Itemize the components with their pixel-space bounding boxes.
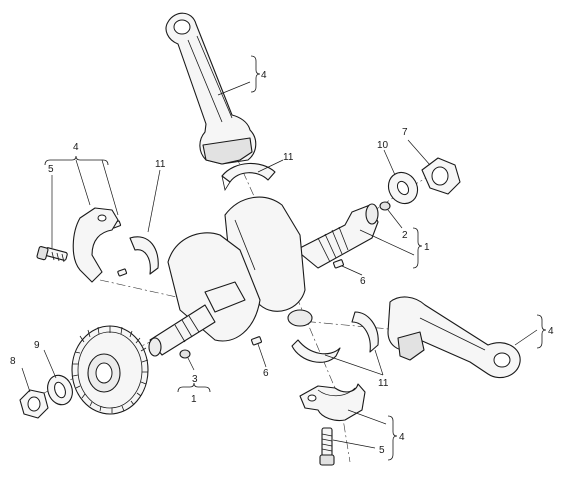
callout-11-upper-shell: 11 [283,152,294,163]
callout-4-upper-rod: 4 [261,70,267,81]
upper-bearing-shell [221,162,276,192]
callout-2-plug: 2 [402,230,408,241]
callout-7-nut: 7 [402,127,408,138]
callout-4-right-rod: 4 [548,326,554,337]
callout-11-lower-shells: 11 [378,378,389,389]
right-connecting-rod [387,296,521,379]
brackets [44,55,547,461]
upper-connecting-rod [165,12,257,165]
left-bearing-shell [129,236,159,275]
right-bearing-shells [291,311,379,363]
nut-7 [421,157,461,195]
callout-8-nut: 8 [10,356,16,367]
callout-6-pin-left: 6 [263,368,269,379]
callout-4-bottom-cap: 4 [399,432,405,443]
washer-10 [387,171,419,205]
callout-1-crankshaft-right: 1 [424,242,430,253]
crankshaft [148,196,379,357]
callout-1-crankshaft-bottom: 1 [191,394,197,405]
bottom-rod-cap [299,383,366,422]
bottom-bolt [319,427,335,466]
callout-10-washer: 10 [377,140,389,151]
leader-lines [21,81,538,449]
callout-5-bottom-bolt: 5 [379,445,385,456]
callout-labels: 4 11 10 7 2 1 6 4 11 4 5 4 5 11 8 9 3 1 … [10,70,554,456]
callout-5-left-bolt: 5 [48,164,54,175]
callout-11-left-shell: 11 [155,159,166,170]
washer-9 [47,374,73,406]
callout-6-pin-right: 6 [360,276,366,287]
callout-9-washer: 9 [34,340,40,351]
nut-8 [19,389,49,419]
callout-4-left-group: 4 [73,142,79,153]
timing-gear [71,325,149,415]
callout-3-plug: 3 [192,374,198,385]
left-rod-cap-group [36,207,119,283]
